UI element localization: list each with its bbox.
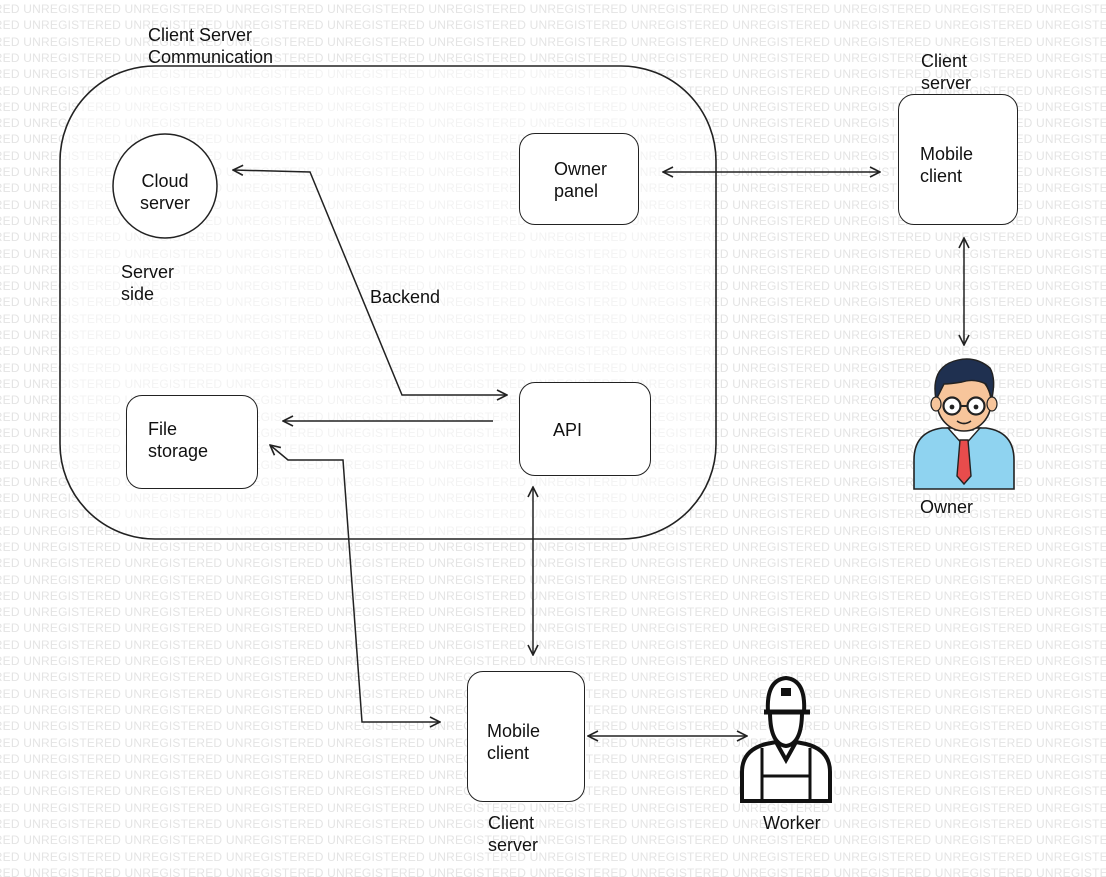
client-server-top-label: Client server	[921, 51, 972, 93]
client-server-bottom-label: Client server	[488, 813, 539, 855]
file-storage-to-mobile-client-connector	[270, 445, 440, 722]
mobile-client-top-label: Mobile client	[920, 144, 974, 186]
file-storage-label: File storage	[148, 419, 209, 461]
worker-cap-icon	[740, 675, 832, 803]
owner-panel-label: Owner panel	[554, 159, 608, 201]
cloud-server-label: Cloud server	[139, 171, 190, 213]
cloud-server-node	[112, 133, 218, 239]
file-storage-node: File storage	[126, 395, 258, 489]
api-label: API	[553, 420, 583, 440]
backend-label: Backend	[370, 287, 441, 307]
mobile-client-bottom-label: Mobile client	[487, 721, 541, 763]
owner-panel-node: Owner panel	[519, 133, 639, 225]
backend-connector	[233, 170, 507, 395]
api-node: API	[519, 382, 651, 476]
worker-label: Worker	[763, 813, 821, 833]
diagram-title: Client Server Communication	[148, 25, 274, 67]
server-side-label: Server side	[121, 262, 175, 304]
mobile-client-bottom-node: Mobile client	[467, 671, 585, 802]
mobile-client-top-node: Mobile client	[898, 94, 1018, 225]
owner-label: Owner	[920, 497, 974, 517]
businessman-glasses-icon	[913, 358, 1015, 490]
